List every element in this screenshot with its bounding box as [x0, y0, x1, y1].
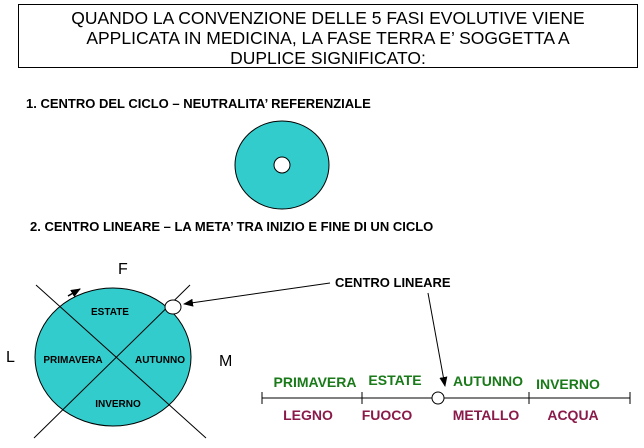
quadrant-label-bottom: INVERNO [95, 399, 141, 410]
cycle-label-left: L [6, 349, 15, 366]
cycle-direction-arrow [67, 288, 81, 297]
element-label-1: LEGNO [283, 407, 333, 423]
center-cycle-dot [273, 156, 291, 174]
callout-arrow-to-timeline [427, 292, 448, 387]
quadrant-label-left: PRIMAVERA [43, 355, 102, 366]
cross-line-1 [35, 284, 207, 439]
cycle-label-right: M [219, 353, 232, 370]
timeline-center-marker [431, 391, 445, 405]
section-1-heading: 1. CENTRO DEL CICLO – NEUTRALITA’ REFERE… [26, 96, 371, 111]
linear-center-marker [164, 299, 182, 315]
callout-label: CENTRO LINEARE [335, 275, 451, 290]
season-label-3: AUTUNNO [453, 373, 523, 389]
callout-arrow-to-cycle [183, 282, 331, 307]
title-box: QUANDO LA CONVENZIONE DELLE 5 FASI EVOLU… [18, 4, 638, 68]
season-label-4: INVERNO [536, 376, 600, 392]
quadrant-label-top: ESTATE [91, 307, 129, 318]
cycle-label-top: F [118, 261, 128, 278]
title-line-3: DUPLICE SIGNIFICATO: [230, 48, 426, 68]
quadrant-label-right: AUTUNNO [135, 355, 185, 366]
title-line-2: APPLICATA IN MEDICINA, LA FASE TERRA E’ … [86, 28, 570, 48]
title-line-1: QUANDO LA CONVENZIONE DELLE 5 FASI EVOLU… [71, 8, 585, 28]
element-label-4: ACQUA [547, 407, 598, 423]
element-label-3: METALLO [453, 407, 520, 423]
cross-line-2 [33, 284, 191, 439]
season-label-2: ESTATE [368, 372, 421, 388]
section-2-heading: 2. CENTRO LINEARE – LA META’ TRA INIZIO … [30, 219, 434, 234]
element-label-2: FUOCO [362, 407, 413, 423]
season-label-1: PRIMAVERA [274, 374, 357, 390]
